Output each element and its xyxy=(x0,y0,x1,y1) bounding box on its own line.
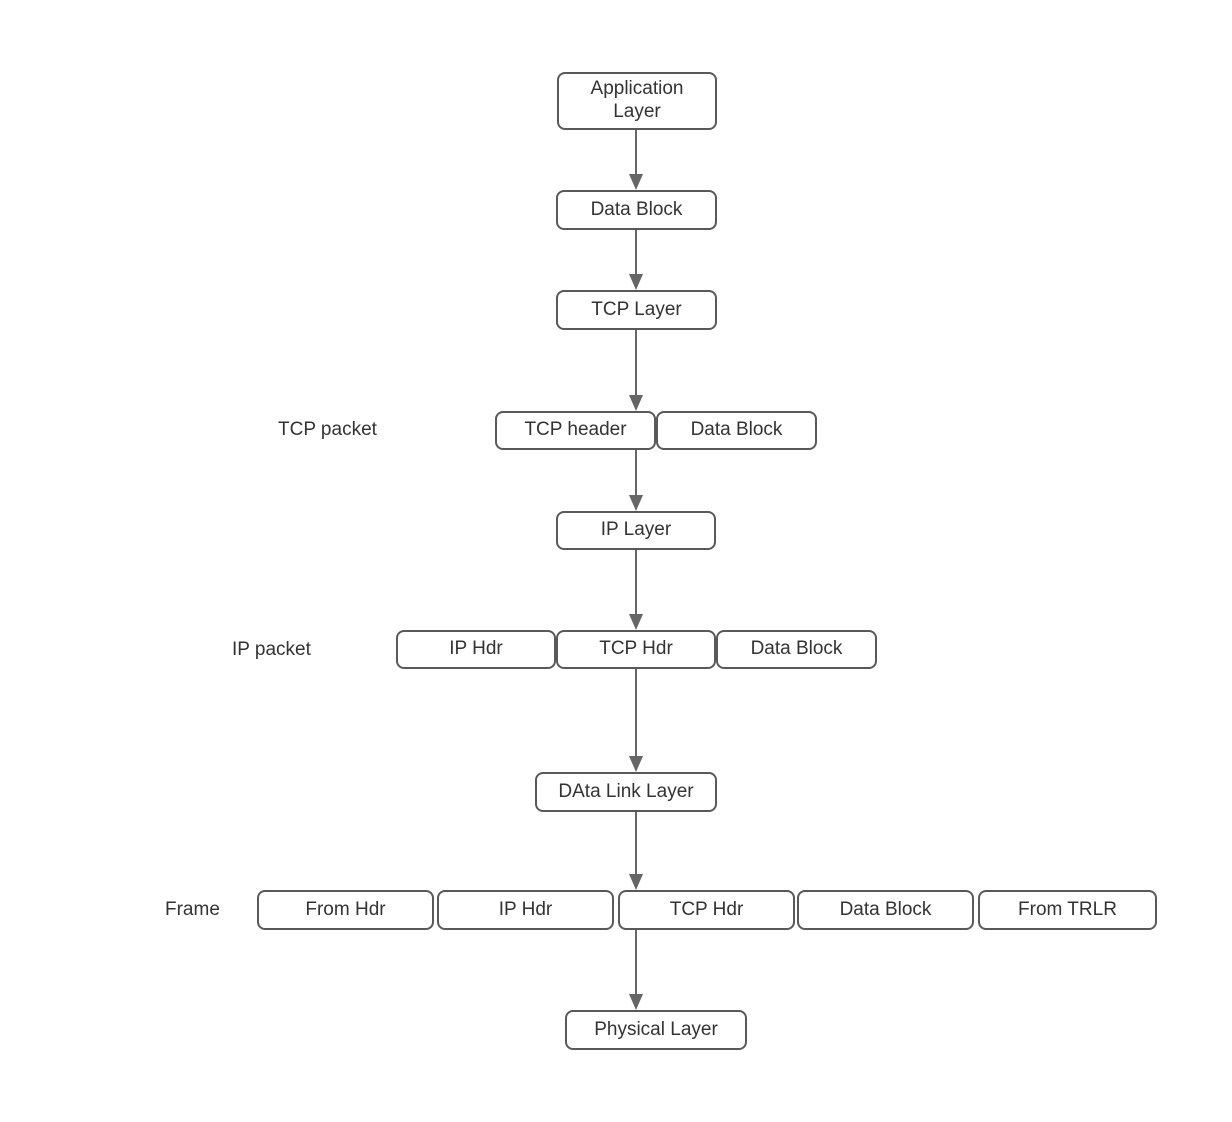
label-tcp-packet: TCP packet xyxy=(278,419,377,440)
node-data-block: Data Block xyxy=(716,630,877,669)
arrow-datablock-to-tcplayer xyxy=(628,230,644,290)
arrowhead-icon xyxy=(629,274,643,290)
arrowhead-icon xyxy=(629,756,643,772)
arrow-shaft xyxy=(635,450,637,495)
node-data-block: Data Block xyxy=(797,890,974,930)
arrowhead-icon xyxy=(629,495,643,511)
node-from-trlr: From TRLR xyxy=(978,890,1157,930)
arrow-shaft xyxy=(635,550,637,614)
node-tcp-layer: TCP Layer xyxy=(556,290,717,330)
arrowhead-icon xyxy=(629,395,643,411)
arrow-shaft xyxy=(635,930,637,994)
node-tcp-hdr: TCP Hdr xyxy=(556,630,716,669)
node-data-block: Data Block xyxy=(656,411,817,450)
arrow-tcplayer-to-tcppacket xyxy=(628,330,644,411)
arrow-tcppacket-to-iplayer xyxy=(628,450,644,511)
node-ip-layer: IP Layer xyxy=(556,511,716,550)
arrowhead-icon xyxy=(629,174,643,190)
node-tcp-header: TCP header xyxy=(495,411,656,450)
arrow-shaft xyxy=(635,812,637,874)
arrowhead-icon xyxy=(629,874,643,890)
arrow-iplayer-to-ippacket xyxy=(628,550,644,630)
arrow-shaft xyxy=(635,130,637,174)
node-data-block: Data Block xyxy=(556,190,717,230)
label-frame: Frame xyxy=(165,899,220,920)
node-ip-hdr: IP Hdr xyxy=(396,630,556,669)
arrowhead-icon xyxy=(629,994,643,1010)
node-tcp-hdr: TCP Hdr xyxy=(618,890,795,930)
arrow-datalink-to-frame xyxy=(628,812,644,890)
arrow-frame-to-physical xyxy=(628,930,644,1010)
node-application-layer: Application Layer xyxy=(557,72,717,130)
node-physical-layer: Physical Layer xyxy=(565,1010,747,1050)
node-data-link-layer: DAta Link Layer xyxy=(535,772,717,812)
arrow-application-to-datablock xyxy=(628,130,644,190)
arrowhead-icon xyxy=(629,614,643,630)
arrow-shaft xyxy=(635,330,637,395)
arrow-ippacket-to-datalink xyxy=(628,669,644,772)
label-ip-packet: IP packet xyxy=(232,639,311,660)
arrow-shaft xyxy=(635,669,637,756)
node-ip-hdr: IP Hdr xyxy=(437,890,614,930)
node-from-hdr: From Hdr xyxy=(257,890,434,930)
arrow-shaft xyxy=(635,230,637,274)
